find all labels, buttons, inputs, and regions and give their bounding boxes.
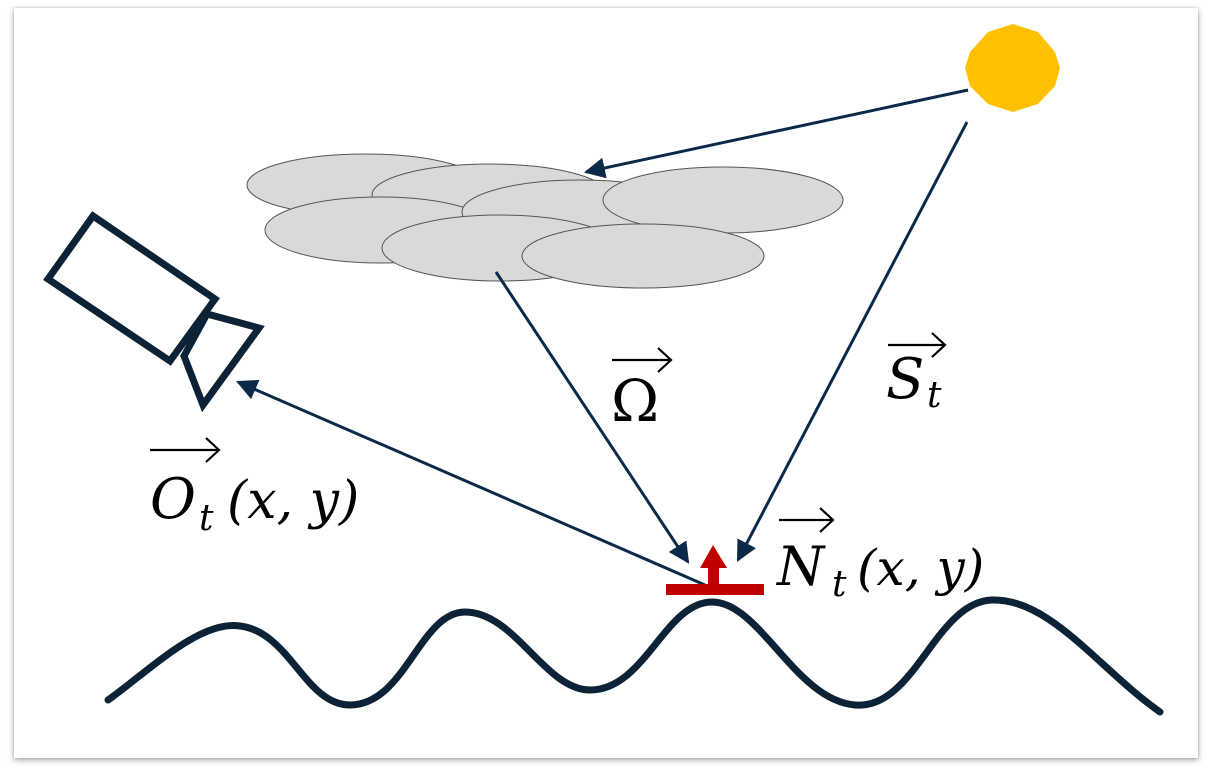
omega-symbol: Ω (611, 367, 659, 435)
surface-normal-marker (666, 545, 764, 595)
observer-vector-subscript: t (199, 498, 214, 539)
cloud-icon (246, 153, 844, 289)
sun-vector-label: S t (886, 332, 947, 416)
sun-direction-arrow (736, 121, 969, 562)
normal-vector-subscript: t (832, 564, 847, 605)
camera-icon (43, 211, 265, 413)
observer-vector-args: (x, y) (227, 471, 359, 531)
normal-vector-args: (x, y) (857, 539, 984, 597)
normal-vector-label: N t (x, y) (775, 507, 984, 605)
sun-to-cloud-arrow (583, 88, 969, 179)
sun-vector-subscript: t (927, 375, 942, 416)
normal-vector-symbol: N (775, 535, 826, 598)
surface-to-camera-arrow (236, 379, 706, 587)
sun-vector-symbol: S (886, 347, 924, 412)
cloud-to-surface-arrow (494, 271, 690, 564)
sun-icon (965, 24, 1060, 112)
terrain-curve (104, 596, 1164, 716)
omega-label: Ω (611, 347, 673, 435)
observer-vector-label: O t (x, y) (150, 437, 359, 539)
observer-vector-symbol: O (150, 467, 196, 532)
